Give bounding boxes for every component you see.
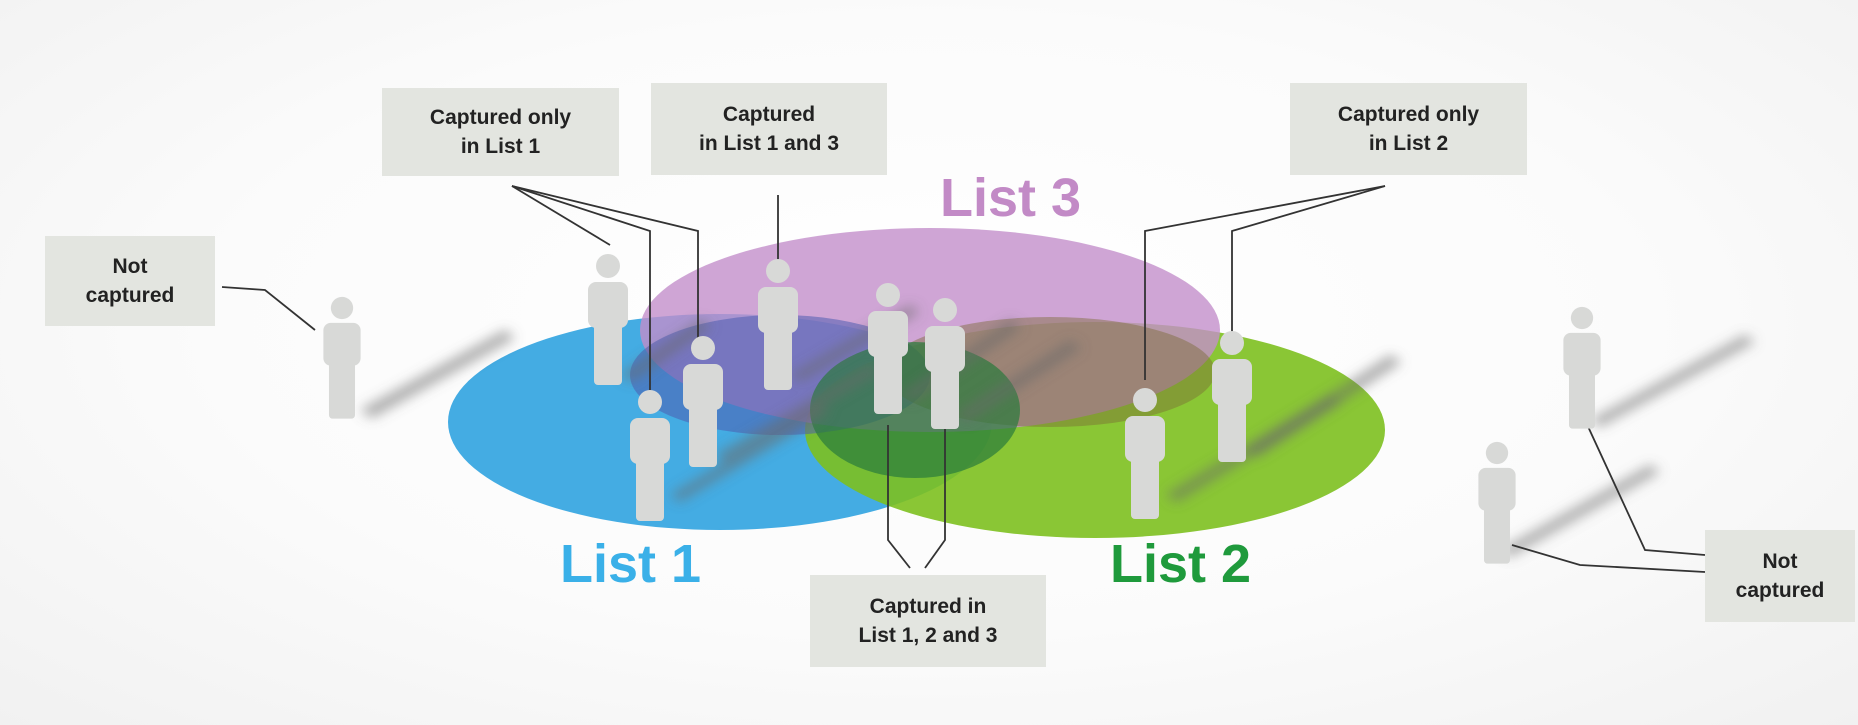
person-list1-list3	[758, 259, 798, 390]
callout-line-2: in List 1	[460, 135, 541, 158]
person-list1-only-top	[588, 254, 628, 385]
list-3-label: List 3	[940, 168, 1082, 228]
callout-captured-in-all-lists: Captured in List 1, 2 and 3	[810, 575, 1046, 667]
callout-captured-only-list-2: Captured only in List 2	[1290, 83, 1527, 175]
leader-lines	[221, 185, 1706, 573]
callout-captured-list-1-and-3: Captured in List 1 and 3	[651, 83, 887, 175]
callout-line-1: Captured	[722, 103, 816, 126]
callout-line-2: List 1, 2 and 3	[858, 624, 998, 647]
callout-line-2: in List 2	[1368, 132, 1449, 155]
person-list1-only-bottom	[630, 390, 670, 521]
callout-line-2: captured	[85, 284, 175, 307]
person-not-captured-right-top	[1563, 306, 1601, 429]
person-not-captured-right-bottom	[1478, 441, 1516, 564]
list-2-label: List 2	[1110, 534, 1252, 594]
person-list2-only-right	[1212, 331, 1252, 462]
person-shadows	[360, 305, 1755, 557]
callout-not-captured-right: Not captured	[1705, 530, 1855, 622]
callout-line-1: Captured in	[869, 595, 987, 618]
callout-line-1: Not	[112, 255, 148, 278]
list-1-label: List 1	[560, 534, 702, 594]
person-not-captured-left	[323, 296, 361, 419]
overlap-1-2-3	[810, 342, 1020, 478]
callout-captured-only-list-1: Captured only in List 1	[382, 88, 619, 176]
person-list1-list3-left	[683, 336, 723, 467]
people	[323, 254, 1601, 564]
callout-line-2: in List 1 and 3	[698, 132, 840, 155]
person-list2-only-left	[1125, 388, 1165, 519]
callout-line-1: Captured only	[1337, 103, 1480, 126]
callout-line-1: Not	[1762, 550, 1798, 573]
person-all-lists-left	[868, 283, 908, 414]
person-all-lists-right	[925, 298, 965, 429]
callout-line-1: Captured only	[429, 106, 572, 129]
callout-not-captured-left: Not captured	[45, 236, 215, 326]
callout-line-2: captured	[1735, 579, 1825, 602]
